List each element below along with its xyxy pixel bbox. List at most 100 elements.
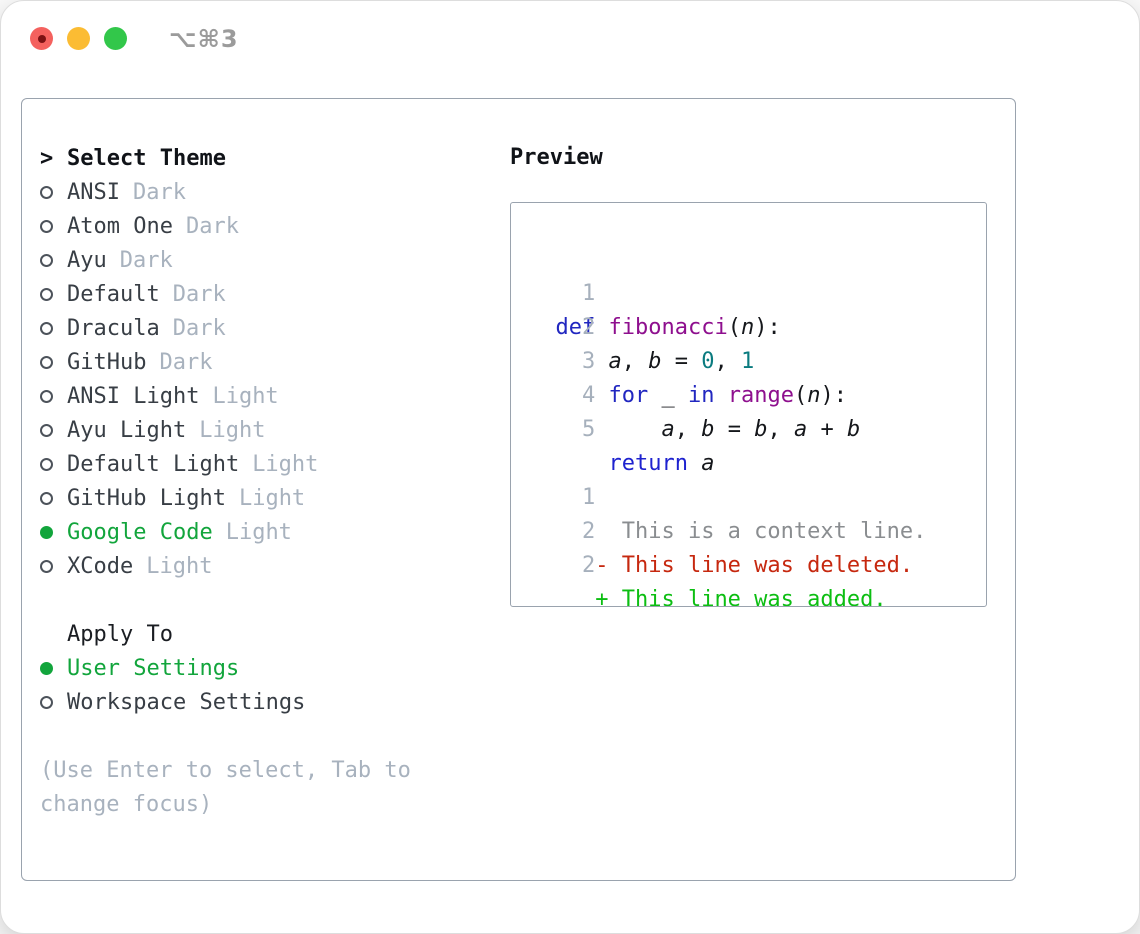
code-token: n	[740, 315, 755, 340]
theme-name-label: GitHub	[67, 349, 147, 375]
theme-option-default[interactable]: Default Dark	[40, 277, 411, 311]
hint-text-line2: change focus)	[40, 791, 213, 817]
theme-option-atom-one[interactable]: Atom One Dark	[40, 209, 411, 243]
apply-option-workspace-settings[interactable]: Workspace Settings	[40, 685, 411, 719]
code-token: def	[555, 315, 596, 340]
diff-line-add: 2 + This line was added.	[529, 515, 986, 606]
theme-name-label: XCode	[67, 553, 134, 579]
theme-option-ayu-light[interactable]: Ayu Light Light	[40, 413, 411, 447]
radio-icon	[40, 491, 53, 505]
theme-option-github-light[interactable]: GitHub Light Light	[40, 481, 411, 515]
line-number: 4	[581, 383, 596, 408]
minimize-button[interactable]	[67, 27, 90, 50]
line-number: 5	[581, 417, 596, 442]
code-token: +	[807, 417, 847, 442]
radio-icon	[40, 287, 53, 301]
close-dot-icon	[37, 34, 46, 43]
theme-name-label: GitHub Light	[67, 485, 226, 511]
code-line: 4 a, b = b, a + b	[529, 345, 986, 442]
theme-variant-label: Dark	[185, 213, 239, 239]
code-token: ,	[621, 349, 649, 374]
code-token: in	[687, 383, 715, 408]
radio-icon	[40, 219, 53, 233]
theme-option-dracula[interactable]: Dracula Dark	[40, 311, 411, 345]
code-token: 1	[740, 349, 755, 374]
code-token: b	[648, 349, 662, 374]
code-token: fibonacci	[608, 315, 728, 340]
radio-icon	[40, 355, 53, 369]
radio-icon	[40, 525, 53, 539]
radio-icon	[40, 695, 53, 709]
select-theme-label: Select Theme	[67, 145, 226, 171]
theme-variant-label: Dark	[172, 315, 226, 341]
theme-name-label: Ayu Light	[67, 417, 187, 443]
code-token	[556, 451, 609, 476]
code-token: _	[648, 383, 688, 408]
code-token: b	[754, 417, 768, 442]
radio-icon	[40, 253, 53, 267]
theme-variant-label: Dark	[159, 349, 213, 375]
code-token	[688, 451, 701, 476]
code-token: return	[608, 451, 688, 476]
theme-option-ansi[interactable]: ANSI Dark	[40, 175, 411, 209]
theme-name-label: Default	[67, 281, 160, 307]
theme-name-label: Google Code	[67, 519, 213, 545]
code-token: =	[661, 349, 702, 374]
radio-icon	[40, 457, 53, 471]
theme-option-google-code[interactable]: Google Code Light	[40, 515, 411, 549]
diff-text: + This line was added.	[555, 587, 887, 607]
code-token: for	[608, 383, 649, 408]
code-preview: 1 def fibonacci(n): 2 a, b = 0, 1 3 for …	[510, 202, 987, 607]
theme-picker-panel: > Select Theme ANSI Dark Atom One Dark A…	[21, 98, 1016, 881]
apply-to-header: Apply To	[40, 617, 411, 651]
radio-icon	[40, 185, 53, 199]
theme-name-label: ANSI	[67, 179, 120, 205]
apply-option-label: User Settings	[67, 655, 240, 681]
theme-name-label: ANSI Light	[67, 383, 200, 409]
theme-variant-label: Light	[212, 383, 279, 409]
theme-option-ayu[interactable]: Ayu Dark	[40, 243, 411, 277]
close-button[interactable]	[30, 27, 53, 50]
code-line: 5 return a	[529, 379, 986, 476]
theme-option-ansi-light[interactable]: ANSI Light Light	[40, 379, 411, 413]
code-line: 1 def fibonacci(n):	[529, 243, 986, 340]
radio-icon	[40, 661, 53, 675]
diff-text: This is a context line.	[555, 519, 927, 544]
code-token: a	[661, 417, 675, 442]
maximize-button[interactable]	[104, 27, 127, 50]
apply-option-user-settings[interactable]: User Settings	[40, 651, 411, 685]
code-token: n	[807, 383, 821, 408]
theme-option-xcode[interactable]: XCode Light	[40, 549, 411, 583]
line-number: 2	[581, 519, 596, 544]
window-title: ⌥⌘3	[169, 25, 239, 53]
preview-title: Preview	[510, 145, 603, 170]
code-token: range	[727, 383, 794, 408]
theme-variant-label: Dark	[132, 179, 186, 205]
theme-variant-label: Light	[238, 485, 306, 511]
code-line: 2 a, b = 0, 1	[529, 277, 986, 374]
code-token: 0	[701, 349, 715, 374]
titlebar: ⌥⌘3	[1, 1, 1139, 76]
code-token: (	[793, 383, 808, 408]
theme-variant-label: Dark	[119, 247, 173, 273]
line-number: 1	[581, 281, 596, 306]
hint-text-line1: (Use Enter to select, Tab to	[40, 757, 411, 783]
code-token: ,	[714, 349, 741, 374]
prompt-icon: >	[40, 145, 54, 171]
theme-variant-label: Dark	[172, 281, 226, 307]
radio-icon	[40, 423, 53, 437]
line-number: 2	[581, 315, 596, 340]
code-token	[714, 383, 727, 408]
radio-icon	[40, 321, 53, 335]
theme-option-default-light[interactable]: Default Light Light	[40, 447, 411, 481]
select-theme-header: > Select Theme	[40, 141, 411, 175]
diff-line-ctx: 1 This is a context line.	[529, 447, 986, 544]
code-token: b	[846, 417, 861, 442]
apply-to-label: Apply To	[67, 621, 173, 647]
theme-name-label: Dracula	[67, 315, 160, 341]
radio-icon	[40, 559, 53, 573]
code-token: ,	[674, 417, 702, 442]
theme-option-github[interactable]: GitHub Dark	[40, 345, 411, 379]
code-token: ):	[820, 383, 847, 408]
